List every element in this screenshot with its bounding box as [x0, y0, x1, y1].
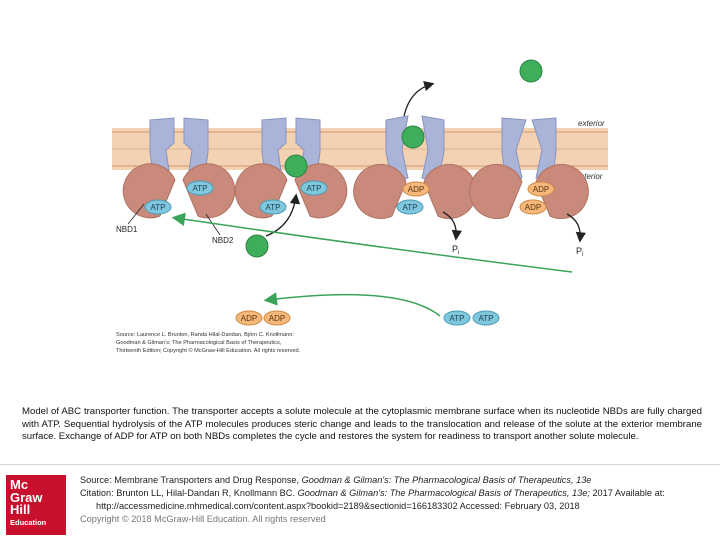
abc-transporter-diagram: exterior interior ATP ATP ATP — [112, 59, 608, 354]
figure-caption: Model of ABC transporter function. The t… — [22, 406, 702, 443]
solute-molecule-free — [519, 59, 543, 83]
nbd2-leader — [205, 213, 221, 236]
exterior-label: exterior — [578, 119, 605, 128]
citation-line: Citation: Brunton LL, Hilal-Dandan R, Kn… — [80, 488, 665, 498]
citation-url: http://accessmedicine.mhmedical.com/cont… — [96, 501, 580, 511]
svg-text:ATP: ATP — [450, 314, 465, 323]
svg-text:ATP: ATP — [151, 203, 166, 212]
svg-text:ATP: ATP — [193, 184, 208, 193]
hydrolysis-arrow-1 — [442, 211, 463, 241]
svg-text:ADP: ADP — [241, 314, 257, 323]
exchange-atp-1: ATP — [443, 310, 471, 326]
credit-line-2: Goodman & Gilman's: The Pharmacological … — [116, 340, 282, 346]
solute-molecule-incoming — [245, 234, 269, 258]
mcgraw-hill-logo: Mc Graw Hill Education — [6, 475, 66, 535]
nucleotide-atp-3b: ATP — [396, 199, 424, 215]
transporter-4 — [469, 117, 589, 219]
source-line: Source: Membrane Transporters and Drug R… — [80, 475, 592, 485]
nucleotide-atp-1a: ATP — [186, 180, 214, 196]
phosphate-label-2: Pi — [576, 246, 583, 258]
exchange-adp-2: ADP — [263, 310, 291, 326]
svg-text:ATP: ATP — [307, 184, 322, 193]
credit-line-1: Source: Laurence L. Brunton, Randa Hilal… — [116, 332, 294, 338]
solute-molecule-bound — [284, 154, 308, 178]
svg-text:ADP: ADP — [525, 203, 541, 212]
svg-text:ATP: ATP — [479, 314, 494, 323]
svg-text:ADP: ADP — [408, 185, 424, 194]
solute-entry-arrow — [265, 193, 301, 237]
svg-text:ATP: ATP — [266, 203, 281, 212]
nucleotide-exchange-arrow — [263, 292, 441, 317]
nbd1-label: NBD1 — [116, 225, 138, 234]
exchange-atp-2: ATP — [472, 310, 500, 326]
nucleotide-adp-4b: ADP — [519, 199, 547, 215]
nbd1-leader — [127, 203, 145, 225]
release-arrow — [403, 81, 435, 117]
exchange-adp-1: ADP — [235, 310, 263, 326]
nucleotide-atp-1b: ATP — [144, 199, 172, 215]
nbd2-label: NBD2 — [212, 236, 234, 245]
interior-label: interior — [578, 172, 603, 181]
nucleotide-adp-4a: ADP — [527, 181, 555, 197]
svg-text:ADP: ADP — [269, 314, 285, 323]
solute-molecule-released — [401, 125, 425, 149]
nucleotide-adp-3a: ADP — [402, 181, 430, 197]
svg-text:ADP: ADP — [533, 185, 549, 194]
svg-text:ATP: ATP — [403, 203, 418, 212]
nucleotide-atp-2a: ATP — [300, 180, 328, 196]
hydrolysis-arrow-2 — [566, 213, 587, 243]
credit-line-3: Thirteenth Edition; Copyright © McGraw-H… — [116, 347, 301, 354]
cycle-return-arrow — [171, 212, 573, 273]
divider — [0, 464, 720, 465]
nucleotide-atp-2b: ATP — [259, 199, 287, 215]
figure-credit: Source: Laurence L. Brunton, Randa Hilal… — [116, 332, 301, 354]
source-citation: Source: Membrane Transporters and Drug R… — [80, 474, 716, 526]
phosphate-label-1: Pi — [452, 244, 459, 256]
copyright-notice: Copyright © 2018 McGraw-Hill Education. … — [80, 514, 326, 524]
